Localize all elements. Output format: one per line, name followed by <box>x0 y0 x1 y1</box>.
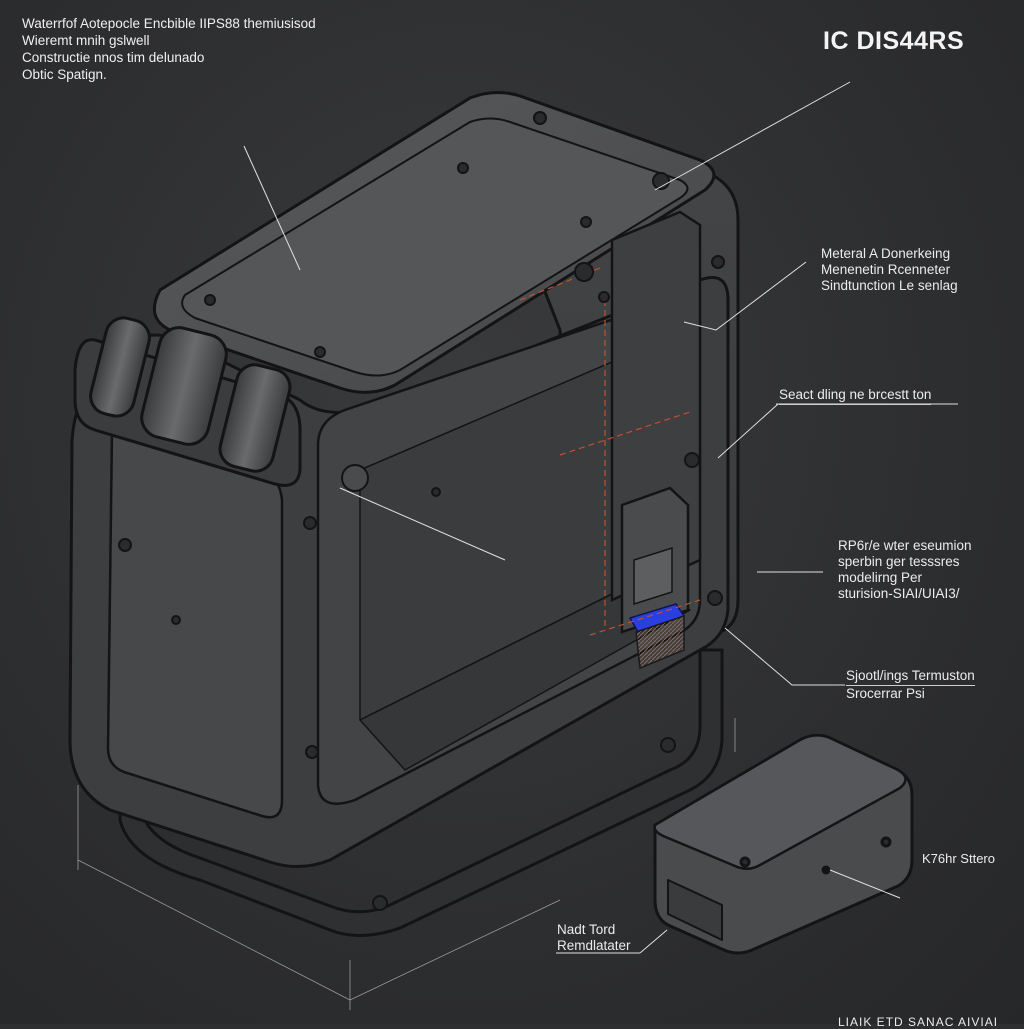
label-spot: Sjootl/ings Termuston Srocerrar Psi <box>846 668 975 702</box>
label-nadt: Nadt Tord Remdlatater <box>557 922 631 954</box>
footer-label: LIAIK ETD SANAC AIVIAI <box>838 1015 999 1029</box>
screw-holes <box>118 111 725 911</box>
battery-module <box>653 733 914 955</box>
intro-line-4: Obtic Spatign. <box>22 66 107 82</box>
latch-channel <box>610 210 702 670</box>
label-rp: RP6r/e wter eseumion sperbin ger tesssre… <box>838 538 972 602</box>
label-spot-line-1: Sjootl/ings Termuston <box>846 668 975 686</box>
intro-line-2: Wieremt mnih gslwell <box>22 32 150 48</box>
label-rp-line-1: RP6r/e wter eseumion <box>838 538 972 553</box>
diagram-title: IC DIS44RS <box>823 27 965 55</box>
label-material-line-1: Meteral A Donerkeing <box>821 246 951 261</box>
label-material-line-2: Menenetin Rcenneter <box>821 261 951 277</box>
label-rp-line-4: sturision-SIAI/UIAI3/ <box>838 585 960 601</box>
intro-text: Waterrfof Aotepocle Encbible IIPS88 them… <box>22 16 316 84</box>
label-seal-text: Seact dling ne brcestt ton <box>779 387 932 405</box>
construction-lines <box>77 718 736 1010</box>
label-rp-line-3: modelirng Per <box>838 569 923 585</box>
label-k: K76hr Sttero <box>922 851 995 866</box>
label-nadt-line-1: Nadt Tord <box>557 922 616 937</box>
label-material: Meteral A Donerkeing Menenetin Rcenneter… <box>821 246 958 294</box>
hinge-assembly <box>73 316 302 487</box>
label-nadt-line-2: Remdlatater <box>557 937 631 953</box>
intro-line-1: Waterrfof Aotepocle Encbible IIPS88 them… <box>22 16 316 31</box>
label-spot-line-2: Srocerrar Psi <box>846 685 925 701</box>
intro-line-3: Constructie nnos tim delunado <box>22 49 205 65</box>
leader-lines <box>243 81 958 954</box>
label-rp-line-2: sperbin ger tesssres <box>838 553 960 569</box>
label-seal: Seact dling ne brcestt ton <box>779 387 932 405</box>
label-material-line-3: Sindtunction Le senlag <box>821 277 958 293</box>
